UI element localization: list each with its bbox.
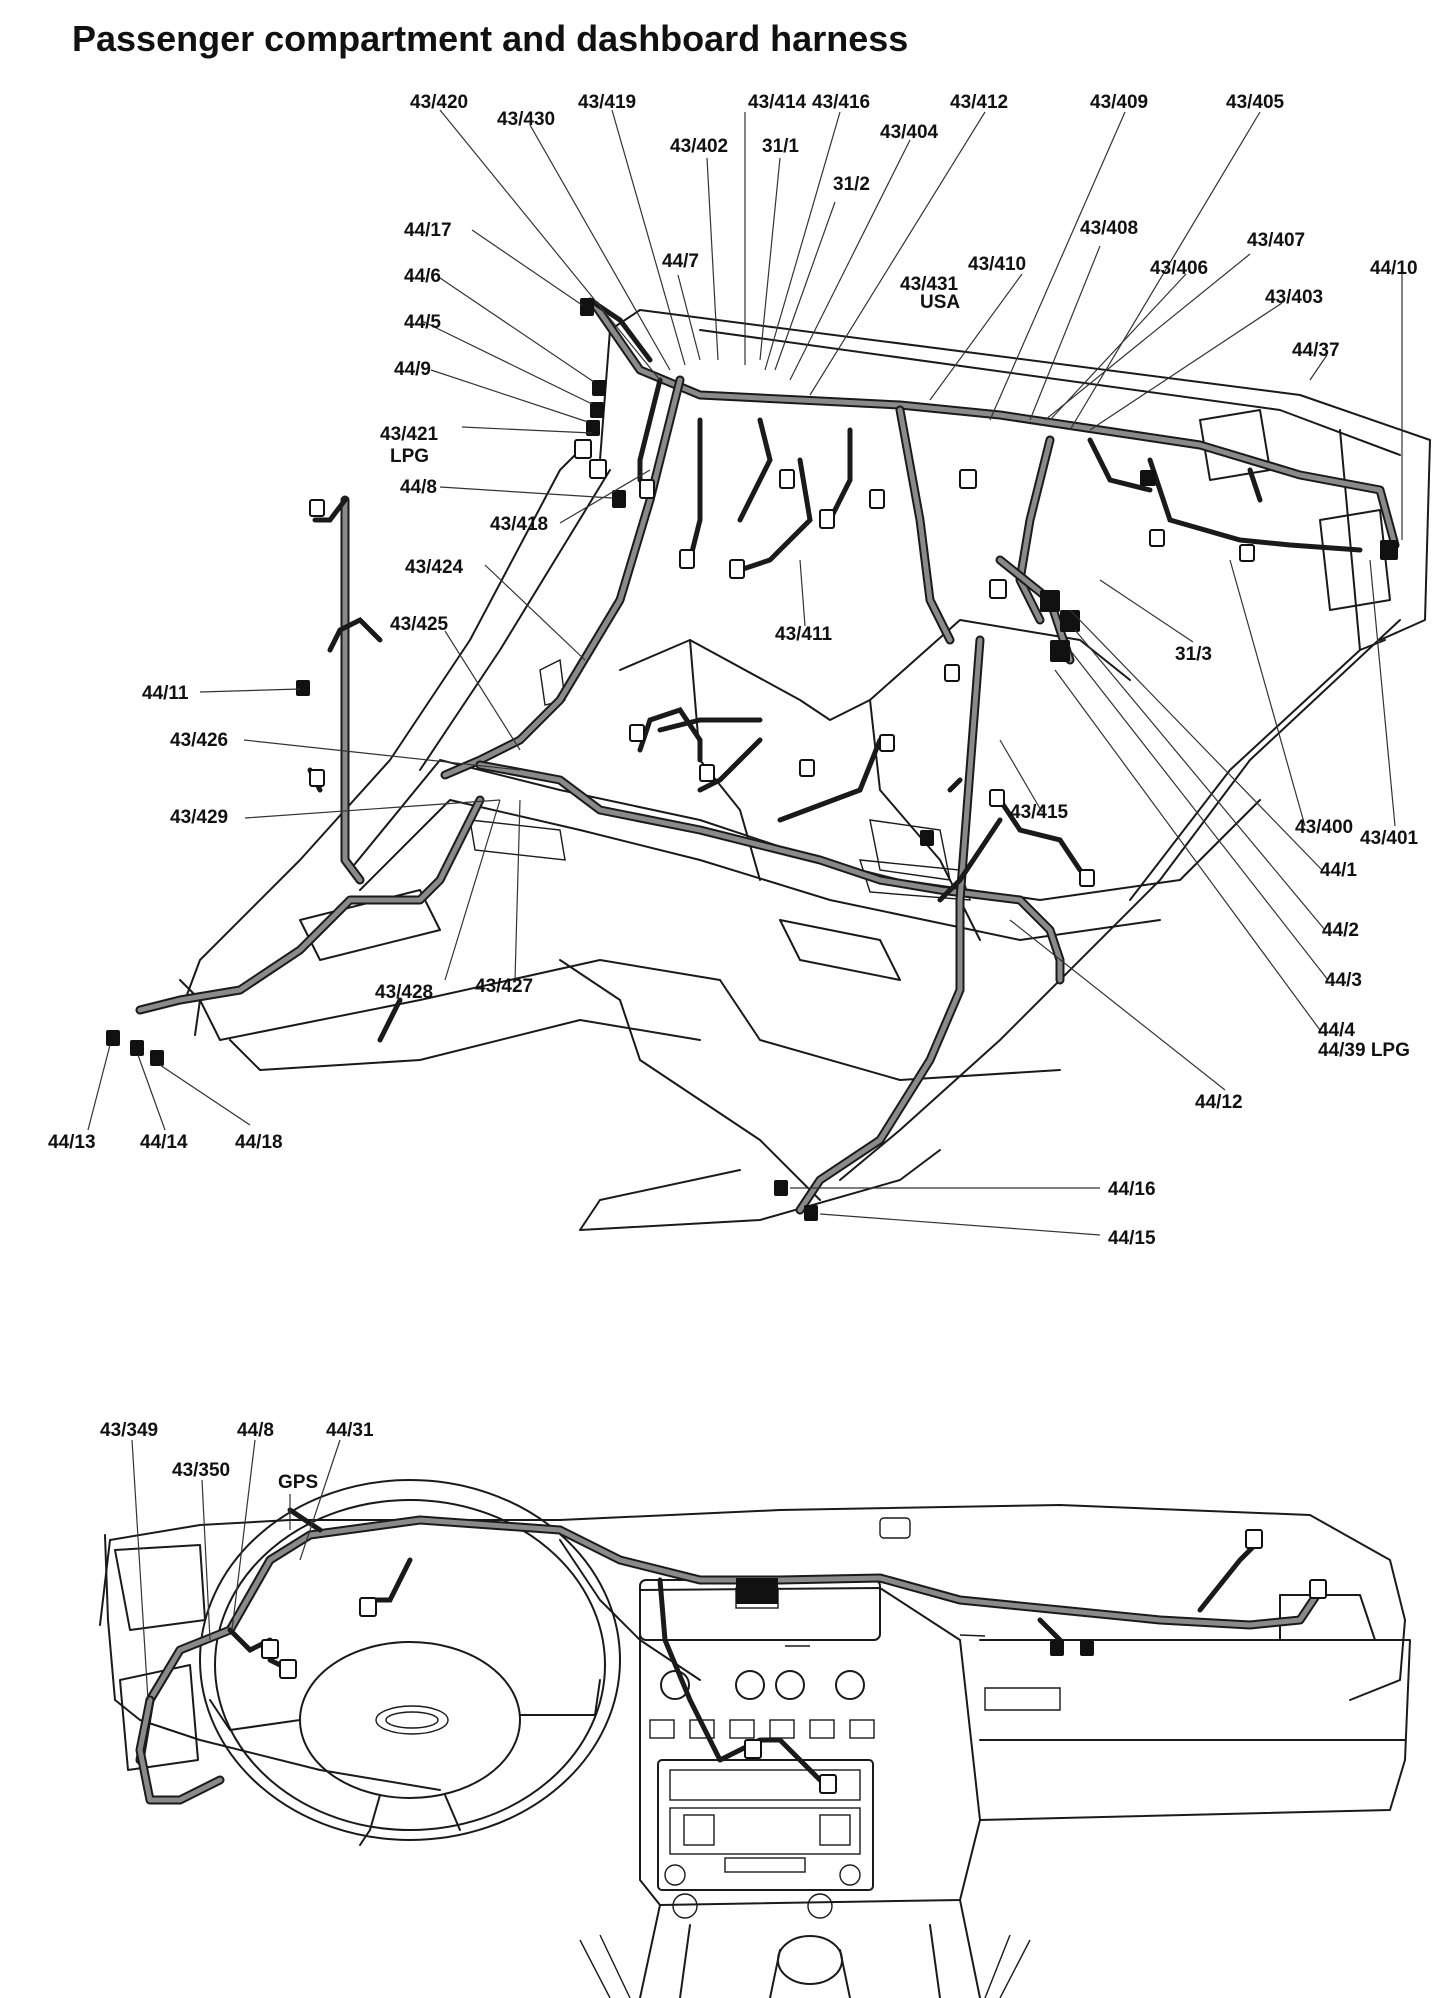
label-43-430: 43/430: [497, 109, 555, 130]
label-43-431: 43/431: [900, 274, 959, 295]
label-43-412: 43/412: [950, 92, 1008, 113]
label-44-4: 44/4: [1318, 1020, 1355, 1041]
floor-harness-wires: [135, 297, 1400, 1215]
label-44-16: 44/16: [1108, 1179, 1156, 1200]
label-43-414: 43/414: [748, 92, 807, 113]
label-43-405: 43/405: [1226, 92, 1285, 113]
label-43-404: 43/404: [880, 122, 939, 143]
label-43-402: 43/402: [670, 136, 728, 157]
label-43-411: 43/411: [775, 624, 832, 645]
label-43-421: 43/421: [380, 424, 439, 445]
label-44-39-lpg: 44/39 LPG: [1318, 1040, 1410, 1061]
floor-labels: 43/420 43/430 43/419 43/414 43/416 43/41…: [48, 92, 1419, 1249]
label-usa: USA: [920, 292, 960, 313]
floor-leader-lines: [87, 109, 1403, 1236]
label-43-429: 43/429: [170, 807, 228, 828]
label-44-10: 44/10: [1370, 258, 1418, 279]
label-43-350: 43/350: [172, 1460, 230, 1481]
label-43-418: 43/418: [490, 514, 548, 535]
label-43-415: 43/415: [1010, 802, 1069, 823]
label-44-11: 44/11: [142, 683, 189, 704]
label-31-2: 31/2: [833, 174, 870, 195]
label-43-425: 43/425: [390, 614, 449, 635]
label-43-410: 43/410: [968, 254, 1026, 275]
label-44-31: 44/31: [326, 1420, 374, 1441]
label-43-420: 43/420: [410, 92, 468, 113]
dashboard-harness-wires: [135, 1507, 1327, 1805]
floor-connectors: [106, 298, 1398, 1221]
label-43-400: 43/400: [1295, 817, 1353, 838]
label-44-7: 44/7: [662, 251, 699, 272]
page-title: Passenger compartment and dashboard harn…: [72, 18, 909, 59]
label-43-408: 43/408: [1080, 218, 1138, 239]
label-43-428: 43/428: [375, 982, 433, 1003]
label-44-15: 44/15: [1108, 1228, 1156, 1249]
label-43-419: 43/419: [578, 92, 636, 113]
label-44-6: 44/6: [404, 266, 441, 287]
label-44-8: 44/8: [400, 477, 437, 498]
label-44-13: 44/13: [48, 1132, 96, 1153]
label-44-12: 44/12: [1195, 1092, 1243, 1113]
dashboard-leader-lines: [131, 1439, 341, 1701]
dashboard-labels: 43/349 44/8 44/31 43/350 GPS: [100, 1420, 374, 1493]
label-44-37: 44/37: [1292, 340, 1340, 361]
label-43-416: 43/416: [812, 92, 870, 113]
label-44-2: 44/2: [1322, 920, 1359, 941]
label-44-17: 44/17: [404, 220, 452, 241]
label-44-18: 44/18: [235, 1132, 283, 1153]
label-44-3: 44/3: [1325, 970, 1362, 991]
label-43-349: 43/349: [100, 1420, 158, 1441]
label-gps: GPS: [278, 1472, 318, 1493]
label-31-3: 31/3: [1175, 644, 1212, 665]
label-44-1: 44/1: [1320, 860, 1357, 881]
label-43-407: 43/407: [1247, 230, 1305, 251]
label-43-401: 43/401: [1360, 828, 1419, 849]
label-31-1: 31/1: [762, 136, 799, 157]
label-lpg: LPG: [390, 446, 429, 467]
label-43-403: 43/403: [1265, 287, 1323, 308]
label-44-5: 44/5: [404, 312, 441, 333]
label-44-14: 44/14: [140, 1132, 188, 1153]
label-43-427: 43/427: [475, 976, 533, 997]
label-44-9: 44/9: [394, 359, 431, 380]
label-44-8-dash: 44/8: [237, 1420, 274, 1441]
label-43-406: 43/406: [1150, 258, 1208, 279]
label-43-409: 43/409: [1090, 92, 1148, 113]
dashboard-drawing: [99, 1479, 1411, 1998]
label-43-426: 43/426: [170, 730, 228, 751]
label-43-424: 43/424: [405, 557, 464, 578]
